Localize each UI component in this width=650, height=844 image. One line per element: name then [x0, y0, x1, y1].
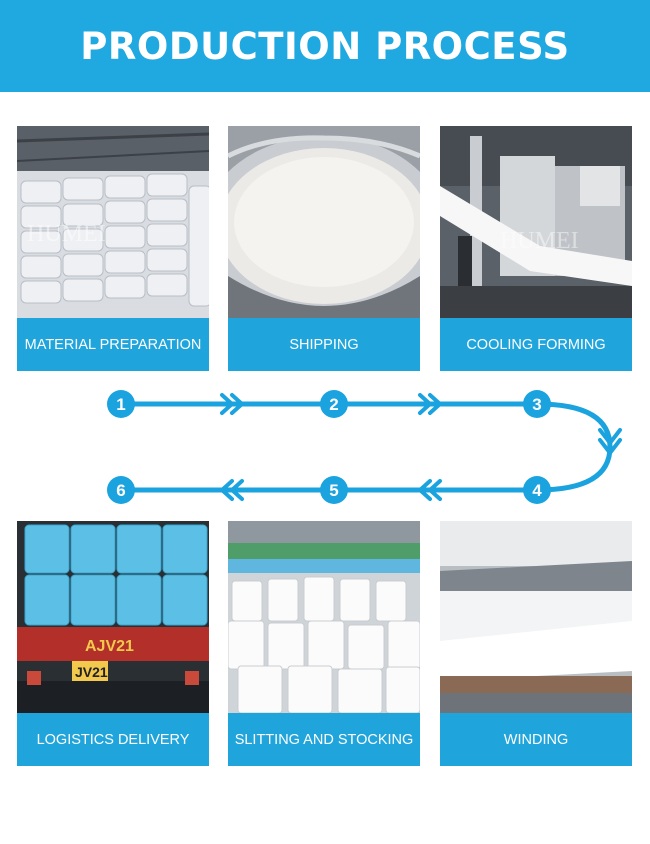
svg-text:5: 5 [329, 481, 338, 500]
winding-machine-image [440, 521, 632, 713]
step-card-cooling-forming: HUMEI COOLING FORMING [440, 126, 632, 371]
svg-text:6: 6 [116, 481, 125, 500]
step-marker-6: 6 [107, 476, 135, 504]
flow-line [121, 401, 613, 493]
step-caption: LOGISTICS DELIVERY [17, 713, 209, 766]
svg-text:3: 3 [532, 395, 541, 414]
svg-text:AJV21: AJV21 [85, 638, 134, 655]
step-marker-3: 3 [523, 390, 551, 418]
watermark: HUMEI [500, 228, 579, 254]
step-caption: MATERIAL PREPARATION [17, 318, 209, 371]
pellet-bin-image [228, 126, 420, 318]
flow-arrows [219, 393, 622, 501]
step-caption: WINDING [440, 713, 632, 766]
watermark: HUMEI [27, 221, 106, 247]
svg-text:1: 1 [116, 395, 125, 414]
step-marker-1: 1 [107, 390, 135, 418]
svg-text:4: 4 [532, 481, 542, 500]
header-banner: PRODUCTION PROCESS [0, 0, 650, 92]
loaded-truck-image: AJV21 JV21 [17, 521, 209, 713]
step-marker-4: 4 [523, 476, 551, 504]
forming-machine-image: HUMEI [440, 126, 632, 318]
step-caption: SLITTING AND STOCKING [228, 713, 420, 766]
step-card-material-preparation: HUMEI MATERIAL PREPARATION [17, 126, 209, 371]
step-card-winding: WINDING [440, 521, 632, 766]
fabric-rolls-stock-image [228, 521, 420, 713]
step-caption: COOLING FORMING [440, 318, 632, 371]
step-card-shipping: SHIPPING [228, 126, 420, 371]
step-card-slitting-and-stocking: SLITTING AND STOCKING [228, 521, 420, 766]
step-card-logistics-delivery: AJV21 JV21 LOGISTICS DELIVERY [17, 521, 209, 766]
page-title: PRODUCTION PROCESS [80, 24, 570, 68]
process-flow: 1 2 3 4 5 6 [107, 390, 622, 504]
svg-text:JV21: JV21 [75, 664, 108, 680]
step-marker-5: 5 [320, 476, 348, 504]
bagged-raw-material-image: HUMEI [17, 126, 209, 318]
step-marker-2: 2 [320, 390, 348, 418]
svg-text:2: 2 [329, 395, 338, 414]
step-caption: SHIPPING [228, 318, 420, 371]
